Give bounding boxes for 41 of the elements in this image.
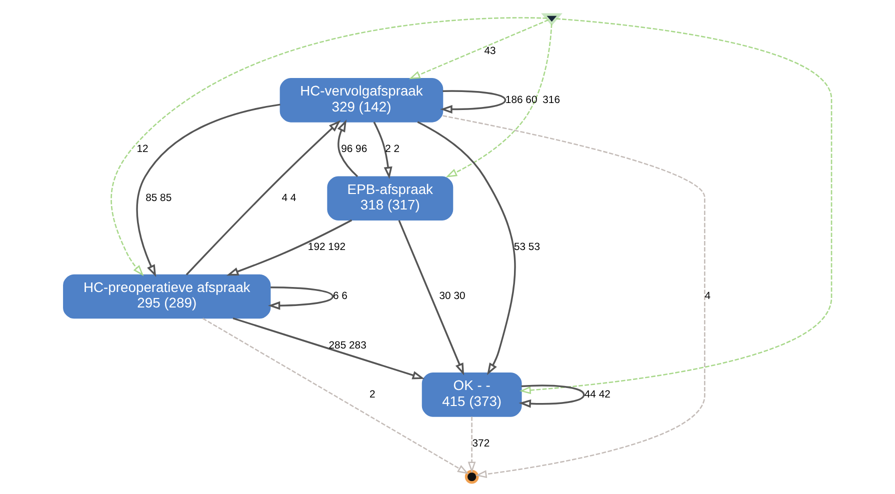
arrow (136, 104, 280, 278)
arrow (268, 286, 334, 310)
edge-label: 30 30 (439, 291, 466, 302)
arrow (232, 318, 425, 380)
edge-label: 4 4 (282, 193, 296, 204)
arrow (468, 416, 476, 473)
arrow (417, 121, 516, 376)
edge-label: 53 53 (514, 242, 540, 254)
arrow (520, 18, 832, 394)
arrow (337, 120, 358, 178)
arrow (446, 24, 552, 178)
edge-label: 2 (369, 389, 376, 400)
edge-label: 44 42 (584, 389, 610, 400)
edge-label: 96 96 (341, 144, 368, 155)
arrow (440, 90, 506, 114)
arrow (226, 219, 352, 276)
arrow (202, 318, 469, 474)
edge-label: 372 (472, 438, 490, 450)
arrow (408, 19, 549, 80)
node-box: HC-preoperatieve afspraak 295 (289) (63, 274, 271, 319)
edge-label: 4 (704, 291, 711, 302)
node-triangle (541, 13, 562, 26)
arrow (186, 120, 341, 276)
edge-label: 2 2 (385, 144, 400, 155)
edge-label: 192 192 (308, 242, 346, 254)
edge-label: 43 (484, 46, 496, 57)
edge-label: 316 (542, 94, 560, 106)
arrow (110, 17, 547, 276)
arrow (398, 220, 464, 376)
edge-label: 186 60 (505, 94, 538, 106)
arrow (442, 115, 706, 478)
edge-label: 12 (136, 144, 148, 155)
edge-label: 6 6 (332, 291, 348, 302)
node-box: HC-vervolgafspraak 329 (142) (280, 78, 444, 122)
arrow (518, 384, 585, 408)
edge-label: 285 283 (328, 340, 366, 352)
arrow (373, 122, 392, 180)
node-box: OK - - 415 (373) (422, 372, 522, 417)
node-circle (464, 470, 479, 484)
node-box: EPB-afspraak 318 (317) (327, 176, 454, 220)
edge-label: 85 85 (146, 193, 172, 204)
